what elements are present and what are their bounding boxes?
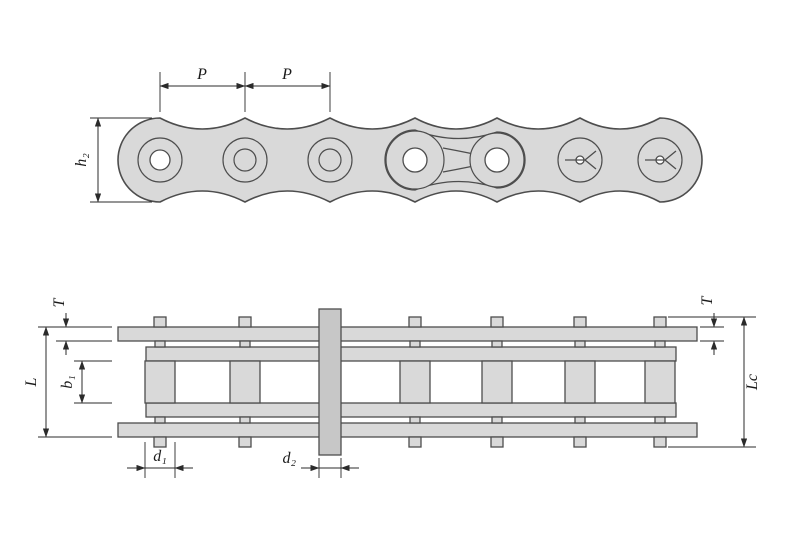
pin-6-bottom-stub — [573, 436, 587, 448]
pin-hole-1 — [149, 149, 171, 171]
connecting-link-plate — [384, 129, 526, 191]
connecting-pin — [318, 308, 342, 456]
pin-5 — [490, 316, 504, 448]
pin-7-gap-top — [654, 340, 666, 348]
left-extension-lines — [38, 326, 112, 438]
pin-7-bottom-stub — [653, 436, 667, 448]
pin-6-gap-top — [574, 340, 586, 348]
inner-plate-bottom — [145, 402, 677, 418]
split-pin-glyph-2 — [645, 150, 677, 170]
pin-4-top-stub — [408, 316, 422, 328]
pin-2 — [238, 316, 252, 448]
pin-7 — [653, 316, 667, 448]
pitch-label-1: P — [196, 66, 207, 83]
pin-2-top-stub — [238, 316, 252, 328]
pin-2-gap-bottom — [239, 416, 251, 424]
overall-width-label: L — [23, 377, 40, 387]
plate-thickness-left-label: T — [51, 297, 68, 307]
pin-5-gap-top — [491, 340, 503, 348]
inner-plate-height-label: h₂ — [73, 153, 90, 167]
pin-5-gap-bottom — [491, 416, 503, 424]
pin-1 — [153, 316, 167, 448]
outer-plate-top — [117, 326, 698, 342]
pin-4 — [408, 316, 422, 448]
plan-view — [117, 308, 698, 456]
pin-1-bottom-stub — [153, 436, 167, 448]
pitch-label-2: P — [281, 66, 292, 83]
pin-4-gap-top — [409, 340, 421, 348]
pin-4-gap-bottom — [409, 416, 421, 424]
inner-plate-top — [145, 346, 677, 362]
pin-hole-5 — [484, 147, 510, 173]
plan-roller-7 — [644, 360, 676, 404]
pin-6 — [573, 316, 587, 448]
plan-roller-6 — [564, 360, 596, 404]
pin-1-gap-top — [154, 340, 166, 348]
pin-2-gap-top — [239, 340, 251, 348]
plate-thickness-right-label: T — [699, 295, 716, 305]
bush-3 — [318, 148, 342, 172]
outer-plate-bottom — [117, 422, 698, 438]
pin-5-top-stub — [490, 316, 504, 328]
pin-diameter-label: d₂ — [282, 450, 296, 467]
pin-hole-4 — [402, 147, 428, 173]
plan-roller-4 — [399, 360, 431, 404]
side-view — [117, 117, 703, 203]
d1-extension-lines — [144, 442, 176, 478]
pin-6-top-stub — [573, 316, 587, 328]
pin-7-gap-bottom — [654, 416, 666, 424]
pin-1-top-stub — [153, 316, 167, 328]
connecting-link-width-label: Lc — [744, 374, 761, 391]
bush-2 — [233, 148, 257, 172]
roller-diameter-label: d₁ — [153, 448, 167, 465]
split-pin-glyph-1 — [565, 150, 597, 170]
plan-roller-1 — [144, 360, 176, 404]
pin-2-bottom-stub — [238, 436, 252, 448]
pin-4-bottom-stub — [408, 436, 422, 448]
pin-1-gap-bottom — [154, 416, 166, 424]
plan-roller-2 — [229, 360, 261, 404]
inner-width-label: b₁ — [59, 375, 76, 389]
pin-6-gap-bottom — [574, 416, 586, 424]
pin-7-top-stub — [653, 316, 667, 328]
pin-5-bottom-stub — [490, 436, 504, 448]
plan-view-dimensions: T L b₁ d₁ d₂ T Lc — [23, 295, 761, 478]
side-view-dimensions: P P h₂ — [73, 66, 331, 203]
pitch-extension-lines — [159, 72, 331, 112]
plan-roller-5 — [481, 360, 513, 404]
